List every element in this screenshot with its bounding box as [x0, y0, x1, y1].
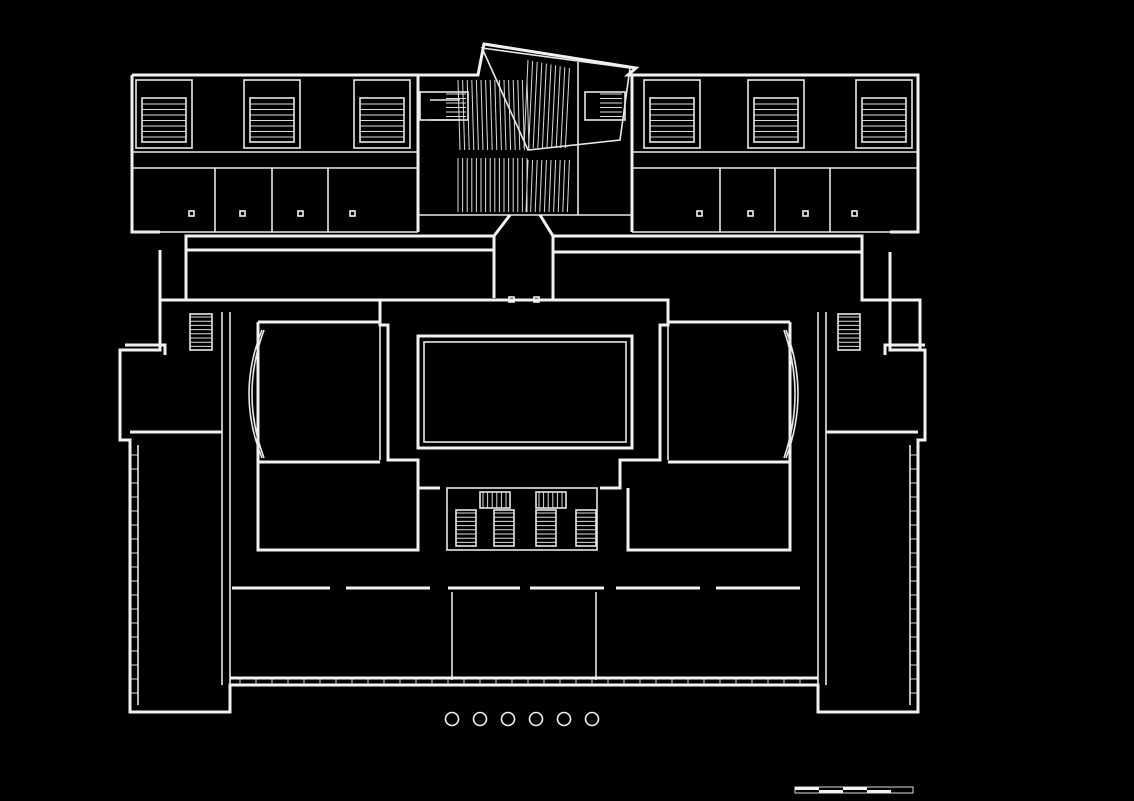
- left-hall-outline: [256, 320, 420, 552]
- stair-well: [747, 79, 805, 149]
- central-hall: [416, 334, 634, 450]
- seat-row: [523, 59, 529, 149]
- entrance-stair-frame: [446, 487, 598, 551]
- seat-row: [503, 79, 507, 151]
- entrance-landing: [479, 491, 511, 509]
- tower-stair: [189, 313, 213, 351]
- auditorium-raked-floor: [480, 47, 631, 151]
- corridor-left: [184, 234, 496, 252]
- portico-columns: [444, 711, 600, 727]
- entrance-flight: [575, 509, 597, 547]
- seat-row: [555, 66, 561, 149]
- scale-bar: [794, 786, 914, 794]
- seat-row: [525, 159, 529, 213]
- seat-row: [560, 67, 566, 149]
- seat-row: [553, 159, 557, 213]
- seat-row: [541, 63, 547, 149]
- seat-row: [475, 79, 479, 151]
- seat-row: [498, 79, 502, 151]
- seat-row: [557, 159, 561, 213]
- seat-row: [548, 159, 552, 213]
- seat-row: [512, 79, 516, 151]
- stair-well-frame: [353, 79, 411, 149]
- facade-windows: [130, 454, 918, 694]
- seat-row: [537, 62, 543, 149]
- portico-column: [528, 711, 544, 727]
- north-wing: [130, 73, 920, 234]
- seat-row: [480, 79, 484, 151]
- seat-row: [528, 60, 534, 149]
- seat-row: [457, 79, 461, 151]
- right-hall-outline: [626, 320, 792, 552]
- seat-row: [485, 79, 489, 151]
- corridor-right: [551, 234, 864, 254]
- tower-stair-frame: [189, 313, 213, 351]
- entrance-landing: [535, 491, 567, 509]
- seat-row: [551, 65, 557, 149]
- seat-row: [564, 68, 570, 149]
- stair-well: [643, 79, 701, 149]
- seat-row: [494, 79, 498, 151]
- stair-well: [135, 79, 193, 149]
- upper-stair-wells: [135, 79, 913, 149]
- portico-column: [444, 711, 460, 727]
- stair-well-frame: [643, 79, 701, 149]
- stair-well-frame: [135, 79, 193, 149]
- seat-row: [517, 79, 521, 151]
- seat-row: [543, 159, 547, 213]
- seat-row: [471, 79, 475, 151]
- seat-row: [534, 159, 538, 213]
- stair-well: [855, 79, 913, 149]
- seat-row: [566, 159, 570, 213]
- main-outline: [118, 250, 927, 714]
- portico-column: [584, 711, 600, 727]
- entrance-flight: [535, 509, 557, 547]
- tower-stair: [837, 313, 861, 351]
- seat-row: [532, 61, 538, 149]
- seat-row: [539, 159, 543, 213]
- seat-row: [530, 159, 534, 213]
- stair-well-frame: [747, 79, 805, 149]
- auditorium: [189, 42, 861, 351]
- entrance-flight: [493, 509, 515, 547]
- stair-well-frame: [243, 79, 301, 149]
- stair-well-frame: [855, 79, 913, 149]
- seat-row: [562, 159, 566, 213]
- seat-row: [508, 79, 512, 151]
- tower-stair-frame: [837, 313, 861, 351]
- auditorium-outline: [418, 42, 640, 77]
- stair-well: [353, 79, 411, 149]
- entrance-stairs: [455, 491, 597, 547]
- portico-column: [500, 711, 516, 727]
- main-building: [118, 250, 927, 714]
- seat-row: [489, 79, 493, 151]
- seat-row: [462, 79, 466, 151]
- portico-column: [556, 711, 572, 727]
- stair-well: [243, 79, 301, 149]
- entrance-flight: [455, 509, 477, 547]
- auditorium-seating: [457, 47, 631, 213]
- corridors: [184, 214, 864, 303]
- seat-row: [546, 64, 552, 149]
- portico-column: [472, 711, 488, 727]
